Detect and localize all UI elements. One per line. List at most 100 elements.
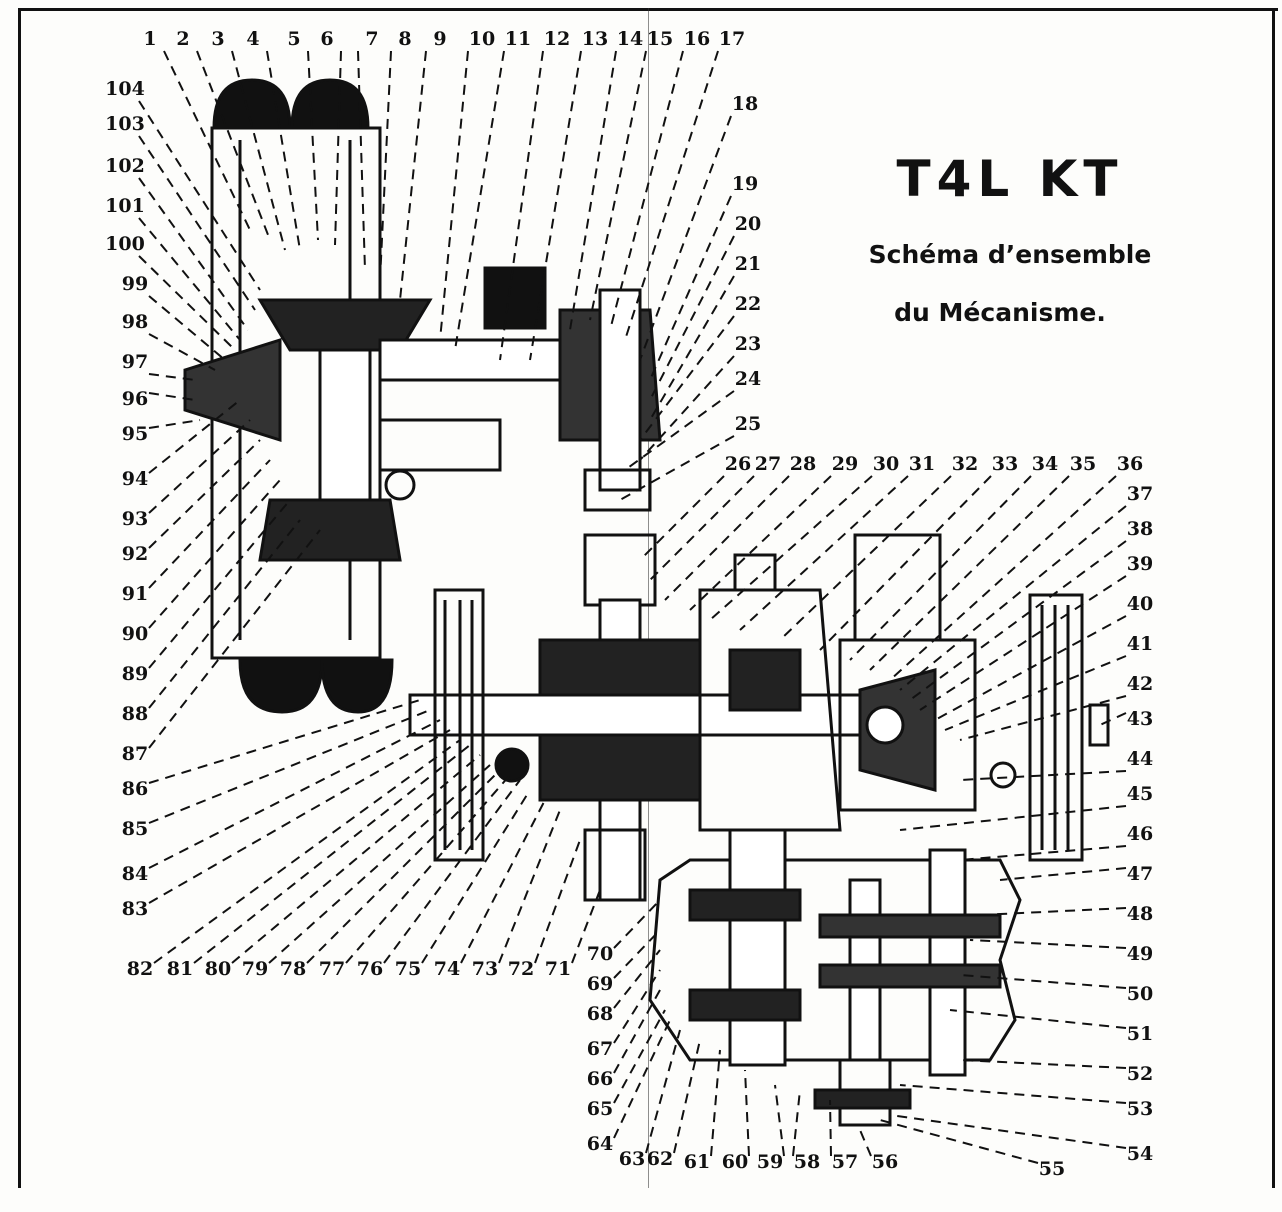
leader-line-22 (639, 315, 735, 441)
leader-line-100 (138, 255, 236, 351)
leader-line-15 (589, 50, 647, 321)
part-number-104: 104 (105, 78, 145, 100)
leader-line-67 (613, 969, 661, 1044)
frame-left-border (18, 8, 21, 1188)
part-number-32: 32 (952, 453, 978, 475)
leader-line-72 (534, 839, 581, 964)
leader-line-96 (148, 392, 196, 401)
part-number-6: 6 (320, 28, 333, 50)
part-number-65: 65 (587, 1098, 613, 1120)
leader-line-51 (949, 1009, 1127, 1029)
part-number-67: 67 (587, 1038, 613, 1060)
leader-line-43 (1099, 712, 1127, 726)
leader-line-83 (148, 729, 451, 904)
page-title: T4L KT (896, 150, 1124, 208)
part-number-34: 34 (1032, 453, 1058, 475)
part-number-56: 56 (872, 1151, 898, 1173)
part-number-47: 47 (1127, 863, 1153, 885)
lower-flange (813, 1088, 912, 1110)
lower-central-nut (583, 828, 647, 902)
part-number-62: 62 (647, 1148, 673, 1170)
leader-line-54 (889, 1114, 1127, 1149)
part-number-41: 41 (1127, 633, 1153, 655)
part-number-57: 57 (832, 1151, 858, 1173)
part-number-92: 92 (122, 543, 148, 565)
part-number-72: 72 (508, 958, 534, 980)
leader-line-6 (334, 50, 342, 246)
part-number-77: 77 (319, 958, 345, 980)
leader-line-39 (919, 575, 1127, 711)
part-number-88: 88 (122, 703, 148, 725)
part-number-49: 49 (1127, 943, 1153, 965)
leader-line-101 (138, 217, 241, 341)
part-number-45: 45 (1127, 783, 1153, 805)
part-number-100: 100 (105, 233, 145, 255)
right-housing-top (853, 533, 942, 642)
part-number-96: 96 (122, 388, 148, 410)
part-number-43: 43 (1127, 708, 1153, 730)
page-fold-line (648, 8, 649, 1188)
part-number-8: 8 (398, 28, 411, 50)
leader-line-81 (193, 744, 471, 964)
part-number-94: 94 (122, 468, 148, 490)
leader-line-37 (899, 505, 1127, 691)
leader-line-75 (421, 789, 531, 964)
leader-line-94 (148, 399, 241, 474)
leader-line-98 (148, 333, 216, 371)
part-number-28: 28 (790, 453, 816, 475)
part-number-89: 89 (122, 663, 148, 685)
part-number-83: 83 (122, 898, 148, 920)
leader-line-3 (231, 50, 286, 251)
leader-line-7 (357, 50, 366, 271)
small-bolt (384, 469, 416, 501)
part-number-68: 68 (587, 1003, 613, 1025)
right-hub (865, 705, 905, 745)
part-number-23: 23 (735, 333, 761, 355)
central-nut-top (583, 533, 657, 607)
part-number-21: 21 (735, 253, 761, 275)
leader-line-97 (148, 373, 196, 381)
part-number-61: 61 (684, 1151, 710, 1173)
leader-line-56 (859, 1129, 872, 1157)
part-number-48: 48 (1127, 903, 1153, 925)
part-number-37: 37 (1127, 483, 1153, 505)
part-number-58: 58 (794, 1151, 820, 1173)
leader-line-88 (148, 519, 301, 709)
leader-line-87 (148, 529, 321, 749)
part-number-17: 17 (719, 28, 745, 50)
leader-line-69 (613, 929, 661, 979)
leader-line-77 (345, 774, 511, 964)
part-number-26: 26 (725, 453, 751, 475)
leader-line-50 (959, 974, 1127, 989)
part-number-13: 13 (582, 28, 608, 50)
leader-line-29 (689, 475, 832, 611)
part-number-93: 93 (122, 508, 148, 530)
part-number-11: 11 (505, 28, 531, 50)
upper-right-shaft (598, 288, 642, 492)
part-number-69: 69 (587, 973, 613, 995)
leader-line-26 (639, 475, 725, 561)
leader-line-5 (307, 50, 319, 241)
leader-line-45 (899, 805, 1127, 831)
subtitle-line-1: Schéma d’ensemble (868, 240, 1152, 269)
leader-line-61 (710, 1049, 721, 1157)
part-number-16: 16 (684, 28, 710, 50)
leader-line-103 (138, 135, 256, 311)
leader-line-62 (673, 1039, 701, 1154)
part-number-12: 12 (544, 28, 570, 50)
leader-line-102 (138, 177, 249, 331)
leader-line-40 (934, 615, 1127, 721)
leader-line-92 (148, 439, 261, 549)
part-number-54: 54 (1127, 1143, 1153, 1165)
part-number-87: 87 (122, 743, 148, 765)
part-number-33: 33 (992, 453, 1018, 475)
part-number-40: 40 (1127, 593, 1153, 615)
part-number-42: 42 (1127, 673, 1153, 695)
subtitle-line-2: du Mécanisme. (894, 298, 1106, 327)
part-number-73: 73 (472, 958, 498, 980)
leader-line-31 (739, 475, 909, 631)
leader-line-95 (148, 419, 201, 429)
right-small-bolt (989, 761, 1017, 789)
leader-line-73 (498, 809, 561, 964)
